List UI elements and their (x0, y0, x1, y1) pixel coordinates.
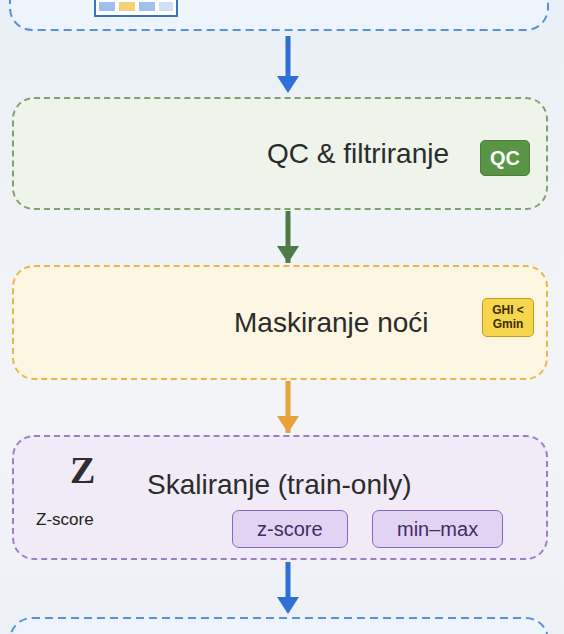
flow-arrow (277, 562, 299, 614)
box-title: Skaliranje (train-only) (147, 468, 546, 502)
table-icon (95, 0, 177, 16)
flow-arrow (286, 381, 291, 433)
method-badge: z-score (232, 510, 348, 548)
flow-arrow (277, 36, 299, 93)
status-badge: QC (480, 140, 530, 176)
badge-text: z-score (257, 515, 323, 543)
condition-badge: GHI < Gmin (482, 298, 534, 337)
process-box: QC & filtriranje QC (12, 97, 548, 210)
partial-box (10, 618, 548, 634)
badge-text: GHI < Gmin (488, 303, 528, 332)
partial-box (10, 0, 548, 30)
icon-caption: Z-score (36, 510, 94, 530)
badge-text: QC (490, 143, 520, 173)
process-box: Maskiranje noći GHI < Gmin (12, 265, 548, 380)
method-badge: min–max (372, 510, 503, 548)
box-title: Maskiranje noći (234, 306, 429, 340)
flow-arrow (286, 211, 291, 263)
badge-text: min–max (397, 515, 478, 543)
icon-letter: Z (70, 448, 95, 492)
box-title: QC & filtriranje (267, 137, 449, 171)
